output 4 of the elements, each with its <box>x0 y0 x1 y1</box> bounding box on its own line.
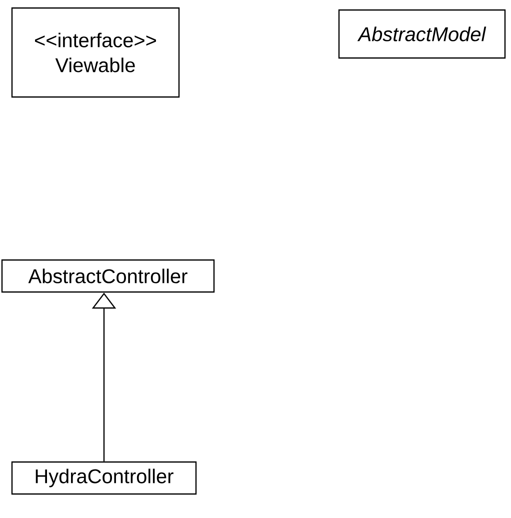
interface-box: <<interface>> Viewable <box>11 7 180 98</box>
class-box: HydraController <box>11 461 197 495</box>
class-box: AbstractModel <box>338 9 506 59</box>
class-box: AbstractController <box>1 259 215 293</box>
